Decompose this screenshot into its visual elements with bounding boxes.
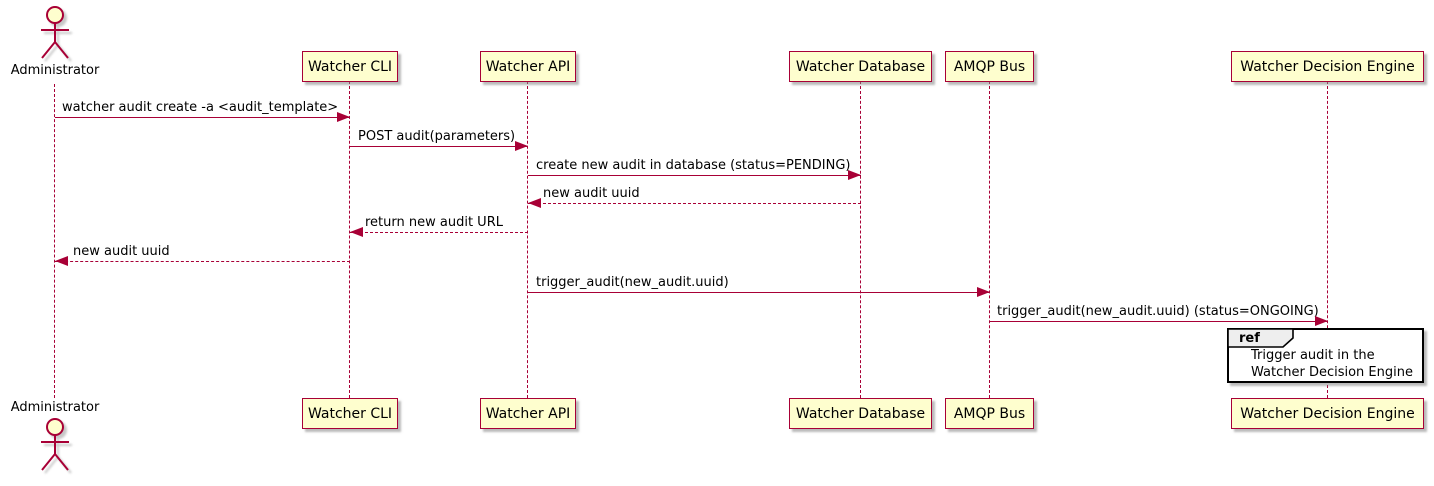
participant-box-amqp-bus-bottom: AMQP Bus bbox=[945, 398, 1034, 429]
arrow-right-icon bbox=[337, 112, 350, 122]
arrow-right-icon bbox=[848, 170, 861, 180]
actor-label-administrator-top: Administrator bbox=[10, 63, 100, 78]
lifeline-watcher-database bbox=[860, 81, 861, 398]
message-label-7: trigger_audit(new_audit.uuid) bbox=[536, 275, 729, 290]
message-line-4 bbox=[528, 203, 861, 204]
ref-fragment: ref Trigger audit in the Watcher Decisio… bbox=[1227, 328, 1424, 383]
message-label-4: new audit uuid bbox=[543, 186, 640, 201]
message-line-2 bbox=[350, 146, 528, 147]
participant-box-watcher-cli-top: Watcher CLI bbox=[302, 51, 398, 82]
participant-box-watcher-cli-bottom: Watcher CLI bbox=[302, 398, 398, 429]
actor-label-administrator-bottom: Administrator bbox=[10, 400, 100, 415]
arrow-right-icon bbox=[515, 141, 528, 151]
arrow-left-icon bbox=[528, 198, 541, 208]
ref-keyword: ref bbox=[1239, 331, 1260, 346]
arrow-left-icon bbox=[55, 256, 68, 266]
lifeline-watcher-cli bbox=[349, 81, 350, 398]
ref-text-line-2: Watcher Decision Engine bbox=[1251, 365, 1413, 380]
arrow-left-icon bbox=[350, 227, 363, 237]
ref-text: Trigger audit in the Watcher Decision En… bbox=[1251, 347, 1413, 381]
administrator-actor-icon bbox=[41, 6, 69, 59]
participant-box-watcher-decision-engine-top: Watcher Decision Engine bbox=[1231, 51, 1424, 82]
participant-box-watcher-database-top: Watcher Database bbox=[789, 51, 932, 82]
message-line-1 bbox=[55, 117, 350, 118]
participant-box-amqp-bus-top: AMQP Bus bbox=[945, 51, 1034, 82]
message-line-8 bbox=[990, 321, 1328, 322]
arrow-right-icon bbox=[1315, 316, 1328, 326]
message-line-5 bbox=[350, 232, 528, 233]
participant-box-watcher-api-bottom: Watcher API bbox=[480, 398, 576, 429]
message-line-7 bbox=[528, 292, 990, 293]
participant-box-watcher-database-bottom: Watcher Database bbox=[789, 398, 932, 429]
arrow-right-icon bbox=[977, 287, 990, 297]
message-label-3: create new audit in database (status=PEN… bbox=[536, 158, 851, 173]
message-line-3 bbox=[528, 175, 861, 176]
lifeline-administrator bbox=[54, 84, 55, 398]
message-label-2: POST audit(parameters) bbox=[358, 129, 516, 144]
lifeline-watcher-decision-engine bbox=[1327, 81, 1328, 398]
message-label-6: new audit uuid bbox=[73, 244, 170, 259]
administrator-actor-icon bbox=[41, 418, 69, 471]
message-label-5: return new audit URL bbox=[365, 215, 503, 230]
lifeline-amqp-bus bbox=[989, 81, 990, 398]
message-label-8: trigger_audit(new_audit.uuid) (status=ON… bbox=[997, 304, 1319, 319]
ref-text-line-1: Trigger audit in the bbox=[1251, 348, 1375, 363]
message-line-6 bbox=[55, 261, 350, 262]
ref-header-pentagon-icon bbox=[1227, 328, 1294, 348]
participant-box-watcher-decision-engine-bottom: Watcher Decision Engine bbox=[1231, 398, 1424, 429]
lifeline-watcher-api bbox=[527, 81, 528, 398]
message-label-1: watcher audit create -a <audit_template> bbox=[62, 100, 339, 115]
participant-box-watcher-api-top: Watcher API bbox=[480, 51, 576, 82]
